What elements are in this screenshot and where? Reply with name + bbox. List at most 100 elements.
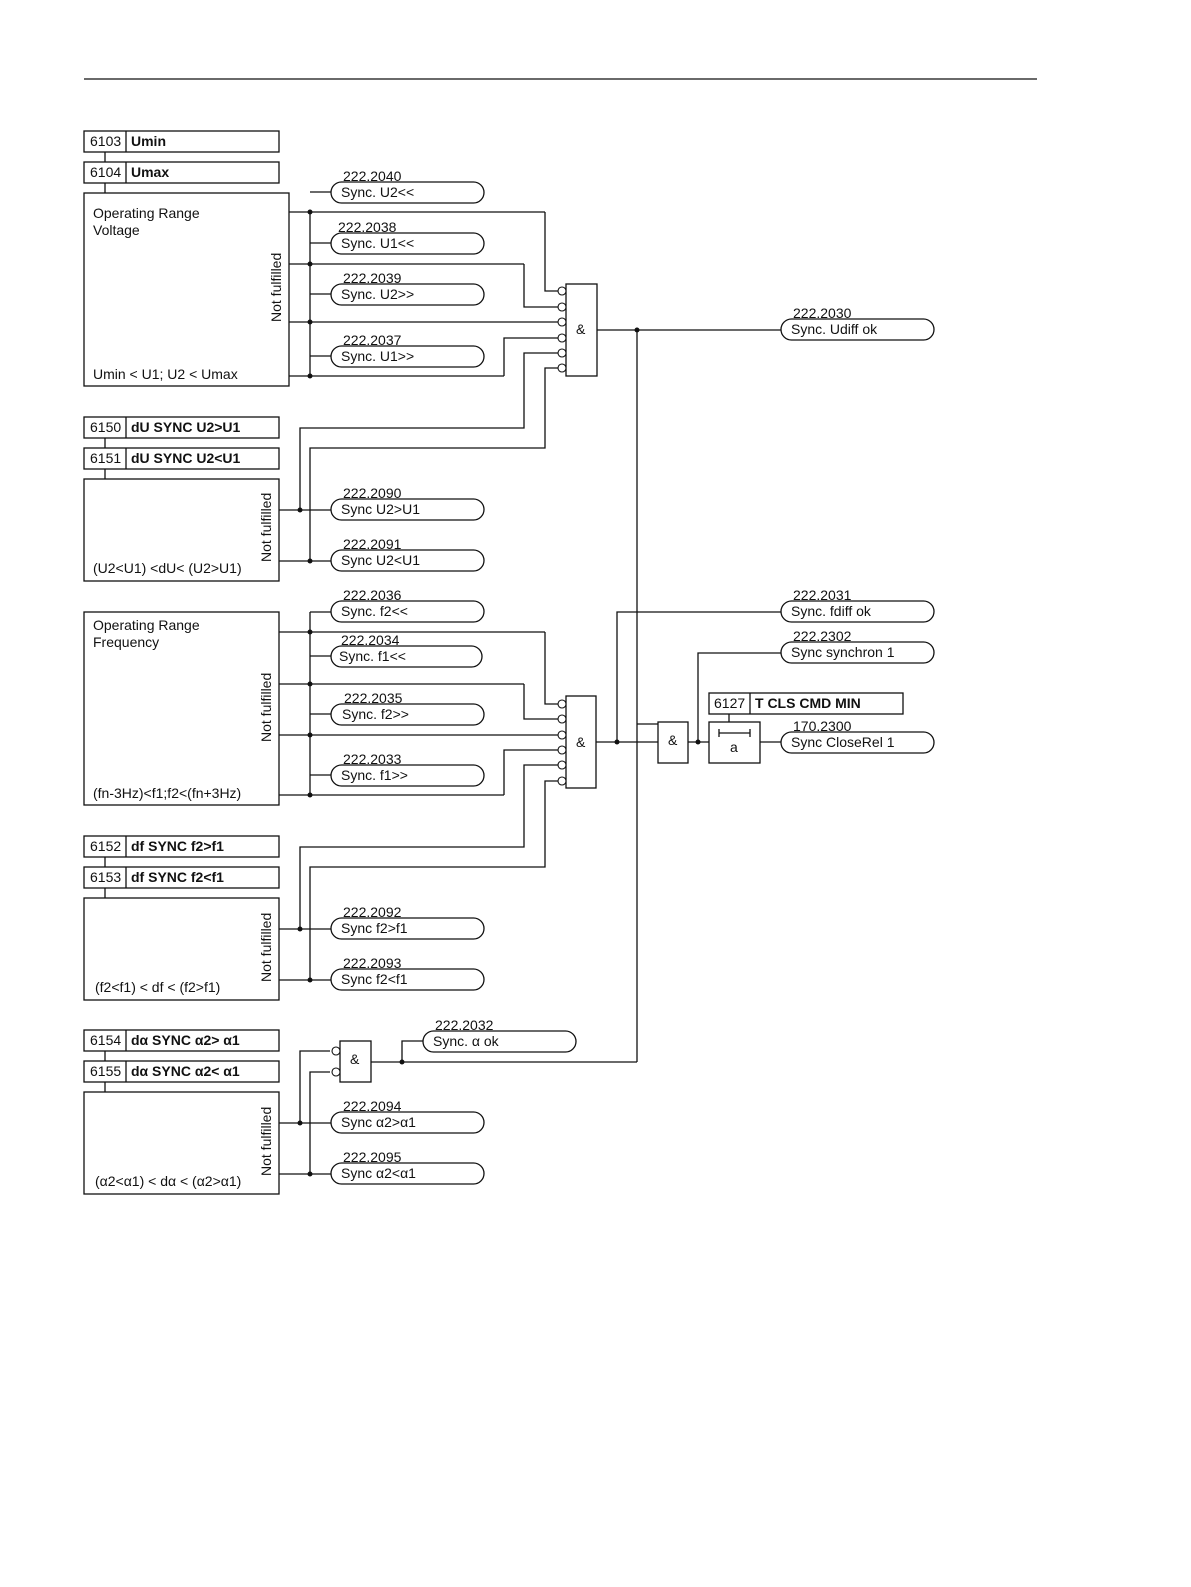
- svg-text:Sync U2<U1: Sync U2<U1: [341, 552, 420, 568]
- and-gate-dalpha: &: [331, 1040, 372, 1083]
- du-block: (U2<U1) <dU< (U2>U1) Not fulfilled: [83, 478, 280, 582]
- signal-222-2030: 222.2030 Sync. Udiff ok: [780, 305, 935, 341]
- signal-222-2032: 222.2032 Sync. α ok: [422, 1017, 577, 1053]
- frequency-range-block: Operating Range Frequency (fn-3Hz)<f1;f2…: [83, 611, 280, 806]
- svg-text:T CLS CMD MIN: T CLS CMD MIN: [755, 695, 861, 711]
- svg-text:6150: 6150: [90, 419, 121, 435]
- svg-text:Not fulfilled: Not fulfilled: [258, 673, 274, 742]
- signal-222-2039: 222.2039 Sync. U2>>: [330, 270, 485, 306]
- svg-text:222.2090: 222.2090: [343, 485, 402, 501]
- svg-text:222.2037: 222.2037: [343, 332, 402, 348]
- svg-text:(U2<U1) <dU< (U2>U1): (U2<U1) <dU< (U2>U1): [93, 560, 242, 576]
- signal-222-2095: 222.2095 Sync α2<α1: [330, 1149, 485, 1185]
- svg-text:Sync CloseRel 1: Sync CloseRel 1: [791, 734, 895, 750]
- svg-text:Sync f2>f1: Sync f2>f1: [341, 920, 408, 936]
- param-6104: 6104 Umax: [83, 161, 280, 184]
- signal-222-2034: 222.2034 Sync. f1<<: [330, 632, 483, 668]
- du-wiring: [279, 507, 331, 564]
- svg-text:Sync. Udiff ok: Sync. Udiff ok: [791, 321, 878, 337]
- svg-text:Not fulfilled: Not fulfilled: [268, 253, 284, 322]
- and-gate-voltage: &: [557, 283, 598, 377]
- svg-text:Sync. α ok: Sync. α ok: [433, 1033, 500, 1049]
- param-6150: 6150 dU SYNC U2>U1: [83, 416, 280, 439]
- svg-text:222.2039: 222.2039: [343, 270, 402, 286]
- svg-text:Voltage: Voltage: [93, 222, 140, 238]
- svg-text:Umax: Umax: [131, 164, 169, 180]
- svg-text:df SYNC f2<f1: df SYNC f2<f1: [131, 869, 224, 885]
- svg-text:6153: 6153: [90, 869, 121, 885]
- voltage-wiring: [289, 191, 558, 561]
- svg-text:6155: 6155: [90, 1063, 121, 1079]
- svg-text:222.2032: 222.2032: [435, 1017, 494, 1033]
- svg-text:a: a: [730, 739, 738, 755]
- svg-text:6151: 6151: [90, 450, 121, 466]
- param-6155: 6155 dα SYNC α2< α1: [83, 1060, 280, 1083]
- svg-text:Sync. f1<<: Sync. f1<<: [339, 648, 406, 664]
- svg-text:222.2033: 222.2033: [343, 751, 402, 767]
- svg-text:222.2031: 222.2031: [793, 587, 852, 603]
- svg-text:222.2094: 222.2094: [343, 1098, 402, 1114]
- svg-text:Not fulfilled: Not fulfilled: [258, 1107, 274, 1176]
- param-6103: 6103 Umin: [83, 130, 280, 153]
- voltage-range-block: Operating Range Voltage Umin < U1; U2 < …: [83, 192, 290, 387]
- signal-222-2036: 222.2036 Sync. f2<<: [330, 587, 485, 623]
- svg-text:222.2095: 222.2095: [343, 1149, 402, 1165]
- svg-text:Not fulfilled: Not fulfilled: [258, 913, 274, 982]
- svg-text:222.2040: 222.2040: [343, 168, 402, 184]
- param-6152: 6152 df SYNC f2>f1: [83, 835, 280, 858]
- signal-222-2090: 222.2090 Sync U2>U1: [330, 485, 485, 521]
- svg-text:dα SYNC α2> α1: dα SYNC α2> α1: [131, 1032, 240, 1048]
- frequency-wiring: [279, 611, 558, 980]
- signal-170-2300: 170.2300 Sync CloseRel 1: [780, 718, 935, 754]
- svg-text:Sync α2>α1: Sync α2>α1: [341, 1114, 416, 1130]
- signal-222-2092: 222.2092 Sync f2>f1: [330, 904, 485, 940]
- signal-222-2094: 222.2094 Sync α2>α1: [330, 1098, 485, 1134]
- and-gate-final: &: [657, 721, 689, 764]
- svg-text:Sync. f1>>: Sync. f1>>: [341, 767, 408, 783]
- and-gate-frequency: &: [557, 695, 597, 789]
- svg-text:222.2091: 222.2091: [343, 536, 402, 552]
- svg-text:6127: 6127: [714, 695, 745, 711]
- signal-222-2031: 222.2031 Sync. fdiff ok: [780, 587, 935, 623]
- svg-text:222.2038: 222.2038: [338, 219, 397, 235]
- svg-text:df SYNC f2>f1: df SYNC f2>f1: [131, 838, 224, 854]
- svg-text:6154: 6154: [90, 1032, 121, 1048]
- svg-text:170.2300: 170.2300: [793, 718, 852, 734]
- svg-text:Umin < U1; U2 < Umax: Umin < U1; U2 < Umax: [93, 366, 238, 382]
- signal-222-2091: 222.2091 Sync U2<U1: [330, 536, 485, 572]
- svg-text:222.2092: 222.2092: [343, 904, 402, 920]
- svg-text:6104: 6104: [90, 164, 121, 180]
- param-6127: 6127 T CLS CMD MIN: [708, 692, 904, 715]
- df-block: (f2<f1) < df < (f2>f1) Not fulfilled: [83, 897, 280, 1001]
- signal-222-2040: 222.2040 Sync. U2<<: [330, 168, 485, 204]
- svg-text:Sync f2<f1: Sync f2<f1: [341, 971, 408, 987]
- dalpha-block: (α2<α1) < dα < (α2>α1) Not fulfilled: [83, 1091, 280, 1195]
- param-6151: 6151 dU SYNC U2<U1: [83, 447, 280, 470]
- svg-text:222.2030: 222.2030: [793, 305, 852, 321]
- svg-text:dα SYNC α2< α1: dα SYNC α2< α1: [131, 1063, 240, 1079]
- svg-text:&: &: [576, 734, 586, 750]
- param-6153: 6153 df SYNC f2<f1: [83, 866, 280, 889]
- svg-text:Sync. U1>>: Sync. U1>>: [341, 348, 414, 364]
- svg-text:Not fulfilled: Not fulfilled: [258, 493, 274, 562]
- svg-text:Sync. U1<<: Sync. U1<<: [341, 235, 414, 251]
- svg-text:6152: 6152: [90, 838, 121, 854]
- param-6154: 6154 dα SYNC α2> α1: [83, 1029, 280, 1052]
- signal-222-2035: 222.2035 Sync. f2>>: [330, 690, 485, 726]
- svg-text:222.2034: 222.2034: [341, 632, 400, 648]
- svg-text:Sync U2>U1: Sync U2>U1: [341, 501, 420, 517]
- svg-text:222.2302: 222.2302: [793, 628, 852, 644]
- signal-222-2093: 222.2093 Sync f2<f1: [330, 955, 485, 991]
- svg-text:222.2035: 222.2035: [344, 690, 403, 706]
- svg-text:Sync. f2>>: Sync. f2>>: [342, 706, 409, 722]
- timer-block: a: [708, 721, 761, 764]
- signal-222-2037: 222.2037 Sync. U1>>: [330, 332, 485, 368]
- signal-222-2033: 222.2033 Sync. f1>>: [330, 751, 485, 787]
- svg-text:Operating Range: Operating Range: [93, 205, 200, 221]
- svg-text:Sync. U2>>: Sync. U2>>: [341, 286, 414, 302]
- svg-text:Operating Range: Operating Range: [93, 617, 200, 633]
- svg-text:dU SYNC U2>U1: dU SYNC U2>U1: [131, 419, 241, 435]
- svg-text:Sync. f2<<: Sync. f2<<: [341, 603, 408, 619]
- svg-text:Sync synchron 1: Sync synchron 1: [791, 644, 895, 660]
